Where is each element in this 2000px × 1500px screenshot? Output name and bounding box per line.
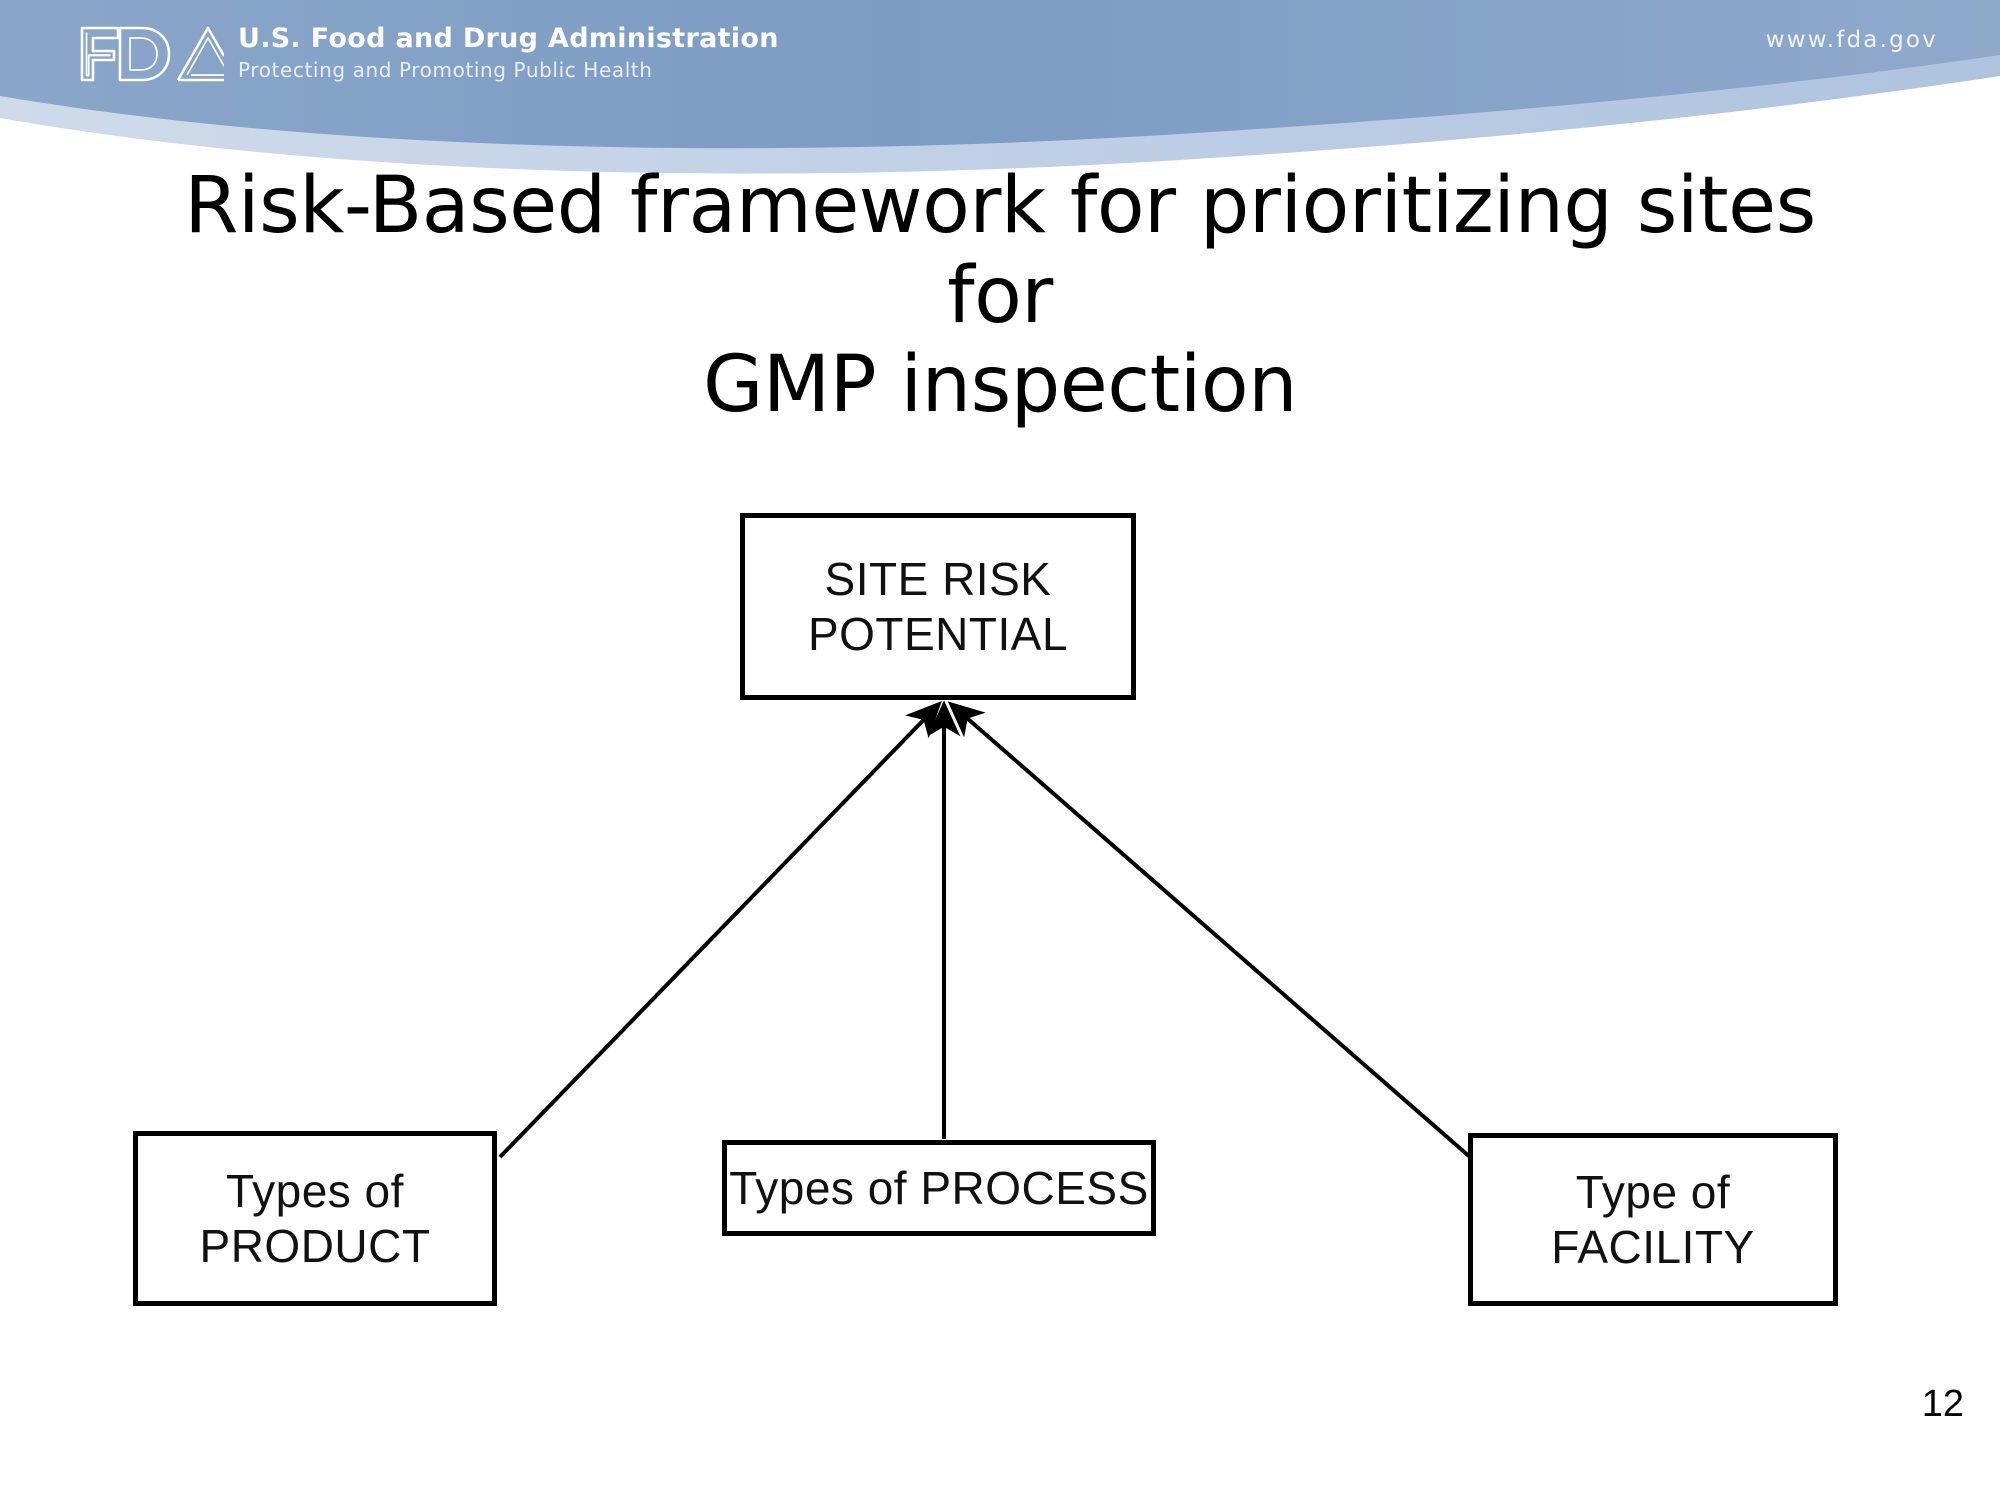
node-types-of-product[interactable]: Types of PRODUCT	[133, 1131, 497, 1306]
page-title: Risk-Based framework for prioritizing si…	[130, 161, 1870, 431]
node-types-of-process[interactable]: Types of PROCESS	[722, 1140, 1156, 1236]
page-title-line-2: GMP inspection	[702, 340, 1298, 431]
node-site-risk-potential-label: SITE RISK POTENTIAL	[807, 553, 1069, 660]
node-type-of-facility-label: Type of FACILITY	[1551, 1166, 1755, 1273]
page-title-line-1: Risk-Based framework for prioritizing si…	[184, 161, 1816, 341]
node-type-of-facility[interactable]: Type of FACILITY	[1468, 1133, 1838, 1306]
node-types-of-product-label: Types of PRODUCT	[199, 1165, 431, 1272]
site-url-label: www.fda.gov	[1765, 27, 1938, 53]
page-number: 12	[1921, 1383, 1964, 1425]
fda-header-band: U.S. Food and Drug Administration Protec…	[0, 0, 2000, 175]
agency-tagline: Protecting and Promoting Public Health	[238, 57, 653, 82]
header-wave-shape	[0, 0, 2000, 174]
edge-facility-to-site-risk	[947, 701, 1472, 1159]
fda-logo-icon	[80, 26, 224, 82]
node-site-risk-potential[interactable]: SITE RISK POTENTIAL	[740, 513, 1136, 700]
agency-name: U.S. Food and Drug Administration	[238, 23, 779, 54]
edge-product-to-site-risk	[498, 700, 942, 1159]
agency-text-block: U.S. Food and Drug Administration Protec…	[238, 24, 1138, 83]
node-types-of-process-label: Types of PROCESS	[729, 1161, 1149, 1214]
